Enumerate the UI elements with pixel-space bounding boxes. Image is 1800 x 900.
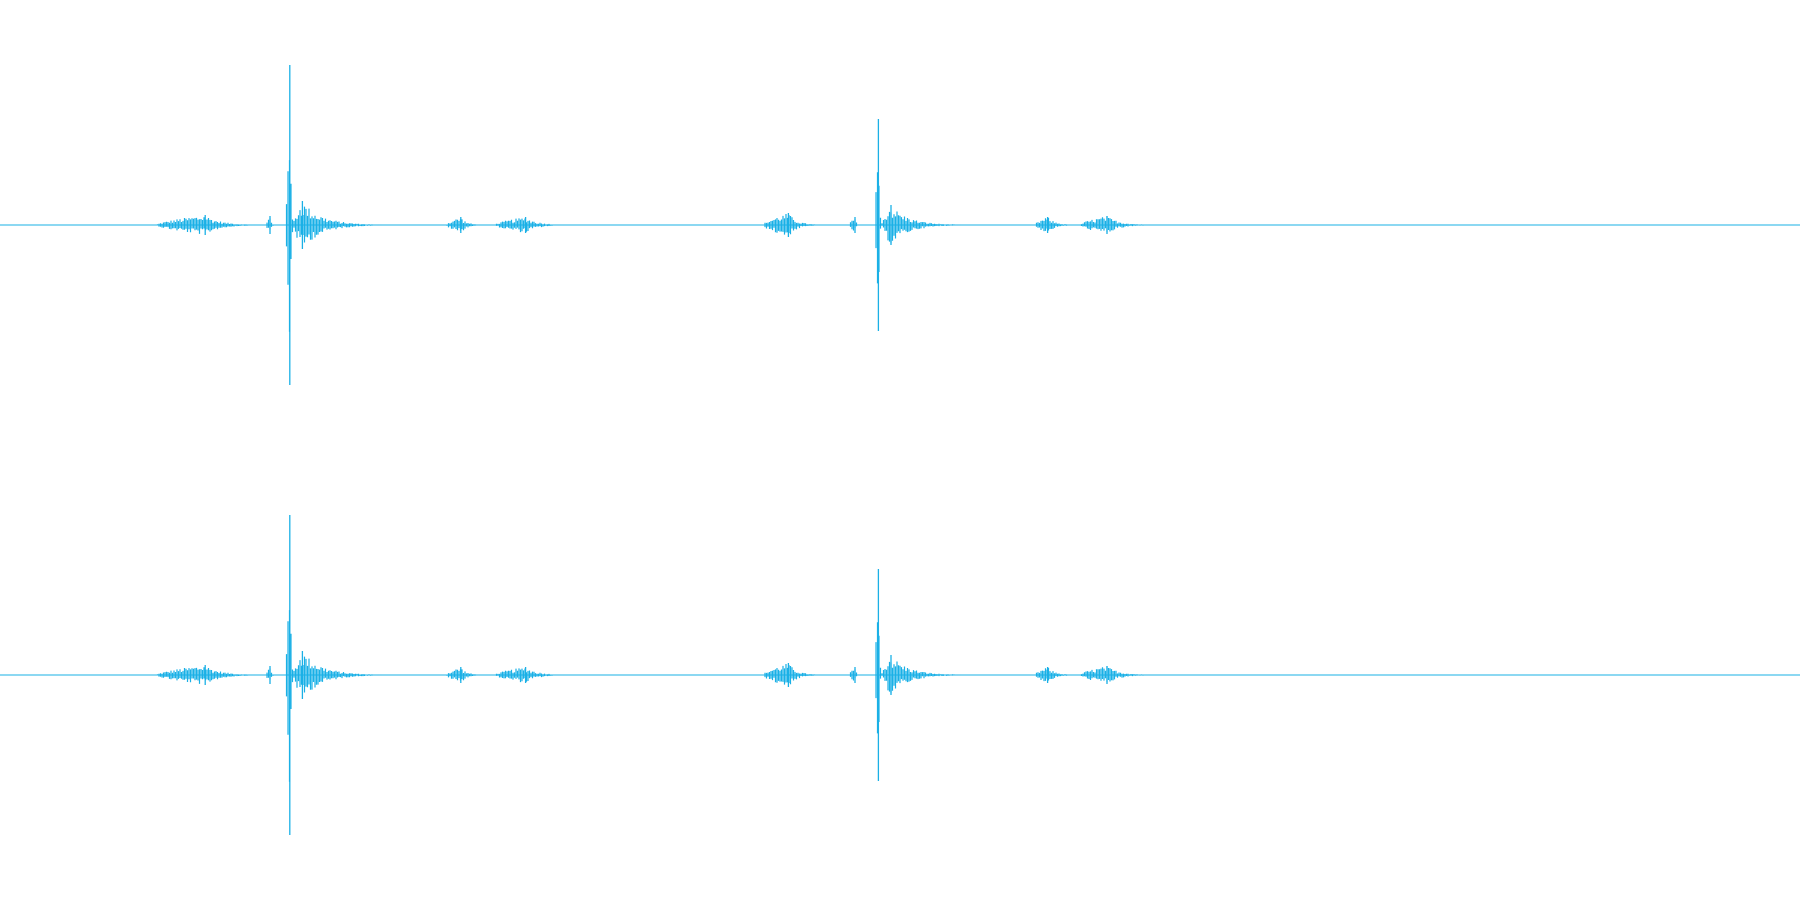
- waveform-series: [156, 160, 1150, 332]
- waveform-series: [156, 610, 1150, 782]
- waveform-channels: [0, 65, 1800, 835]
- waveform-channel-2: [0, 515, 1800, 835]
- waveform-channel-1: [0, 65, 1800, 385]
